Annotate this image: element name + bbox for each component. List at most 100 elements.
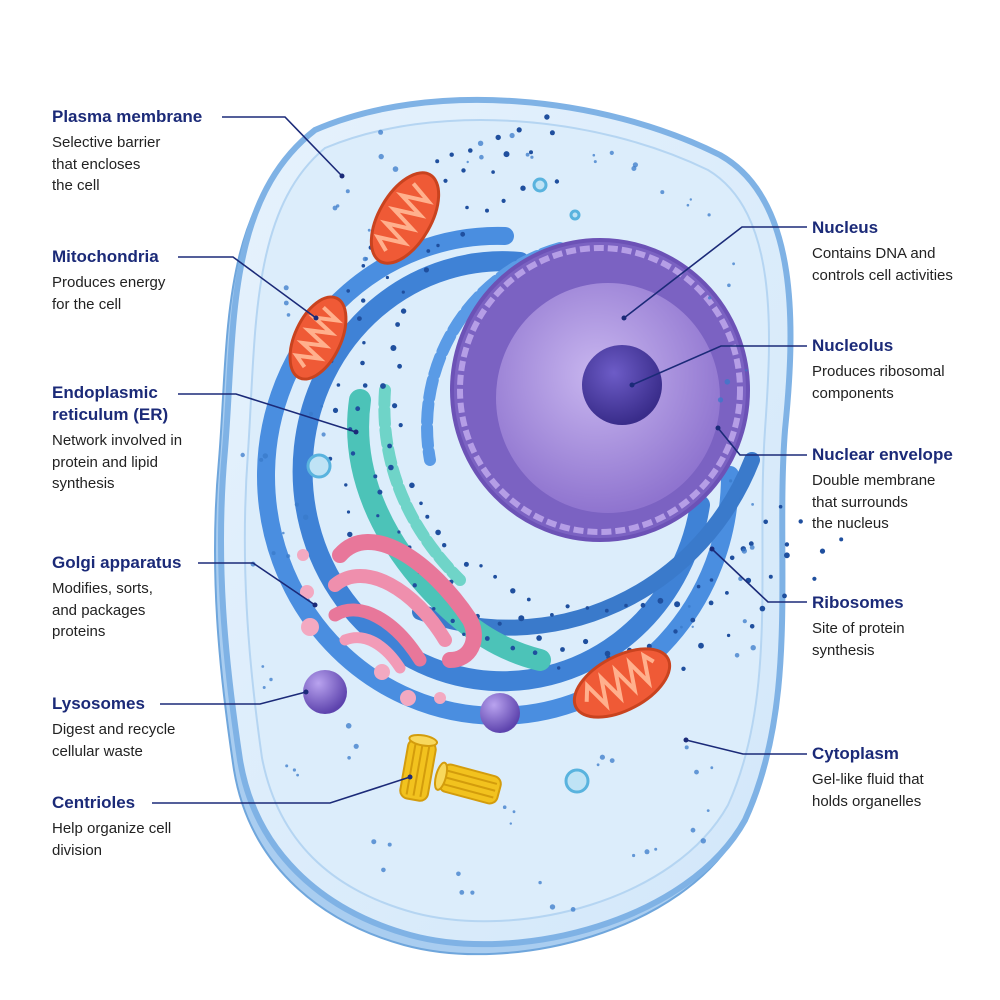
cytoplasm-speck — [261, 665, 265, 668]
cytoplasm-speck — [749, 545, 755, 550]
ribosome-dot — [398, 423, 403, 428]
label-description: Selective barrier that encloses the cell — [52, 134, 161, 194]
cytoplasm-speck — [596, 763, 600, 767]
cytoplasm-speck — [479, 154, 484, 160]
ribosome-dot — [709, 578, 714, 582]
mitochondrion-right — [572, 647, 672, 719]
cytoplasm-speck — [632, 162, 639, 168]
label-description: Network involved in protein and lipid sy… — [52, 432, 183, 492]
cytoplasm-speck — [593, 160, 597, 164]
ribosome-dot — [516, 127, 522, 133]
ribosome-dot — [560, 647, 565, 652]
cytoplasm-speck — [296, 773, 299, 777]
label-title: Nucleus — [812, 218, 879, 237]
label-description: Produces ribosomal components — [812, 363, 945, 402]
ribosome-dot — [497, 621, 502, 626]
cytoplasm-speck — [684, 745, 689, 750]
ribosome-dot — [412, 583, 417, 588]
leader-er — [178, 393, 357, 433]
ribosome-dot — [554, 179, 560, 184]
ribosome-dot — [518, 615, 525, 622]
ribosome-dot — [725, 591, 729, 595]
cytoplasm-speck — [362, 256, 368, 262]
ribosome-dot — [681, 666, 686, 671]
ribosome-dot — [759, 605, 766, 612]
label-title: Nuclear envelope — [812, 445, 953, 464]
ribosome-dot — [549, 130, 555, 136]
ribosome-dot — [449, 152, 454, 157]
ribosome-dot — [536, 635, 542, 641]
cytoplasm-speck — [509, 132, 515, 139]
cytoplasm-speck — [599, 754, 606, 760]
cytoplasm-speck — [741, 548, 747, 554]
ribosome-dot — [376, 514, 380, 518]
cytoplasm-speck — [378, 129, 384, 135]
cytoplasm-speck — [353, 743, 359, 749]
centriole — [433, 761, 502, 805]
nucleolus — [582, 345, 662, 425]
cytoplasm-speck — [690, 827, 696, 833]
cytoplasm-speck — [654, 847, 658, 851]
leader-cytoplasm — [685, 739, 807, 755]
ribosome-dot — [604, 650, 611, 657]
cytoplasm-speck — [691, 625, 694, 628]
cytoplasm-speck — [292, 768, 296, 772]
ribosome-dot — [657, 597, 664, 604]
mitochondrion-left — [288, 295, 348, 381]
label-plasma-membrane: Plasma membrane Selective barrier that e… — [52, 106, 232, 197]
golgi-apparatus — [297, 534, 482, 706]
label-ribosomes: Ribosomes Site of protein synthesis — [812, 592, 987, 661]
ribosome-dot — [373, 474, 378, 479]
ribosome-dot — [432, 607, 436, 611]
ribosome-dot — [362, 341, 366, 345]
ribosome-dot — [465, 205, 469, 210]
cytoplasm-speck — [321, 432, 326, 437]
cytoplasm-speck — [262, 686, 266, 689]
ribosome-dot — [768, 574, 773, 579]
ribosome-dot — [336, 383, 341, 387]
ribosome-dot — [423, 267, 429, 273]
cytoplasm-speck — [470, 890, 475, 895]
ribosome-dot — [357, 316, 362, 321]
cytoplasm-speck — [742, 619, 747, 624]
cytoplasm-speck — [687, 605, 691, 608]
cytoplasm-speck — [644, 849, 650, 855]
ribosome-dot — [529, 150, 533, 155]
cytoplasm-speck — [538, 880, 542, 885]
ribosome-dot — [401, 290, 405, 294]
cytoplasm-speck — [381, 867, 386, 873]
ribosome-dot — [784, 542, 790, 547]
cytoplasm-speck — [282, 531, 285, 535]
cytoplasm-speck — [549, 904, 556, 910]
cytoplasm-speck — [271, 551, 276, 556]
cytoplasm-speck — [512, 810, 516, 814]
label-description: Gel-like fluid that holds organelles — [812, 771, 924, 810]
cytoplasm-speck — [502, 805, 507, 809]
ribosome-dot — [344, 483, 348, 487]
ribosome-dot — [520, 185, 526, 191]
cytoplasm-speck — [732, 262, 735, 266]
ribosome-dot — [435, 159, 440, 164]
label-title: Cytoplasm — [812, 744, 899, 763]
ribosome-dot — [450, 618, 455, 624]
leader-nucleus — [623, 226, 807, 319]
cytoplasm-speck — [286, 554, 291, 559]
ribosome-dot — [491, 170, 495, 174]
label-title: Endoplasmic reticulum (ER) — [52, 383, 169, 424]
ribosome-dot — [443, 178, 448, 183]
ribosome-dot — [696, 584, 701, 589]
ribosome-dot — [640, 602, 646, 608]
cytoplasm-speck — [456, 871, 461, 877]
ribosome-dot — [782, 593, 787, 599]
ribosome-dot — [819, 548, 826, 554]
ribosome-dot — [463, 561, 469, 567]
cytoplasm-speck — [530, 155, 534, 159]
ribosome-dot — [468, 148, 473, 153]
leader-lines — [152, 116, 807, 804]
label-centrioles: Centrioles Help organize cell division — [52, 792, 232, 861]
cytoplasm-speck — [680, 625, 683, 629]
ribosome-dot — [426, 249, 431, 253]
ribosome-dot — [698, 642, 704, 649]
cytoplasm-speck — [750, 645, 756, 651]
